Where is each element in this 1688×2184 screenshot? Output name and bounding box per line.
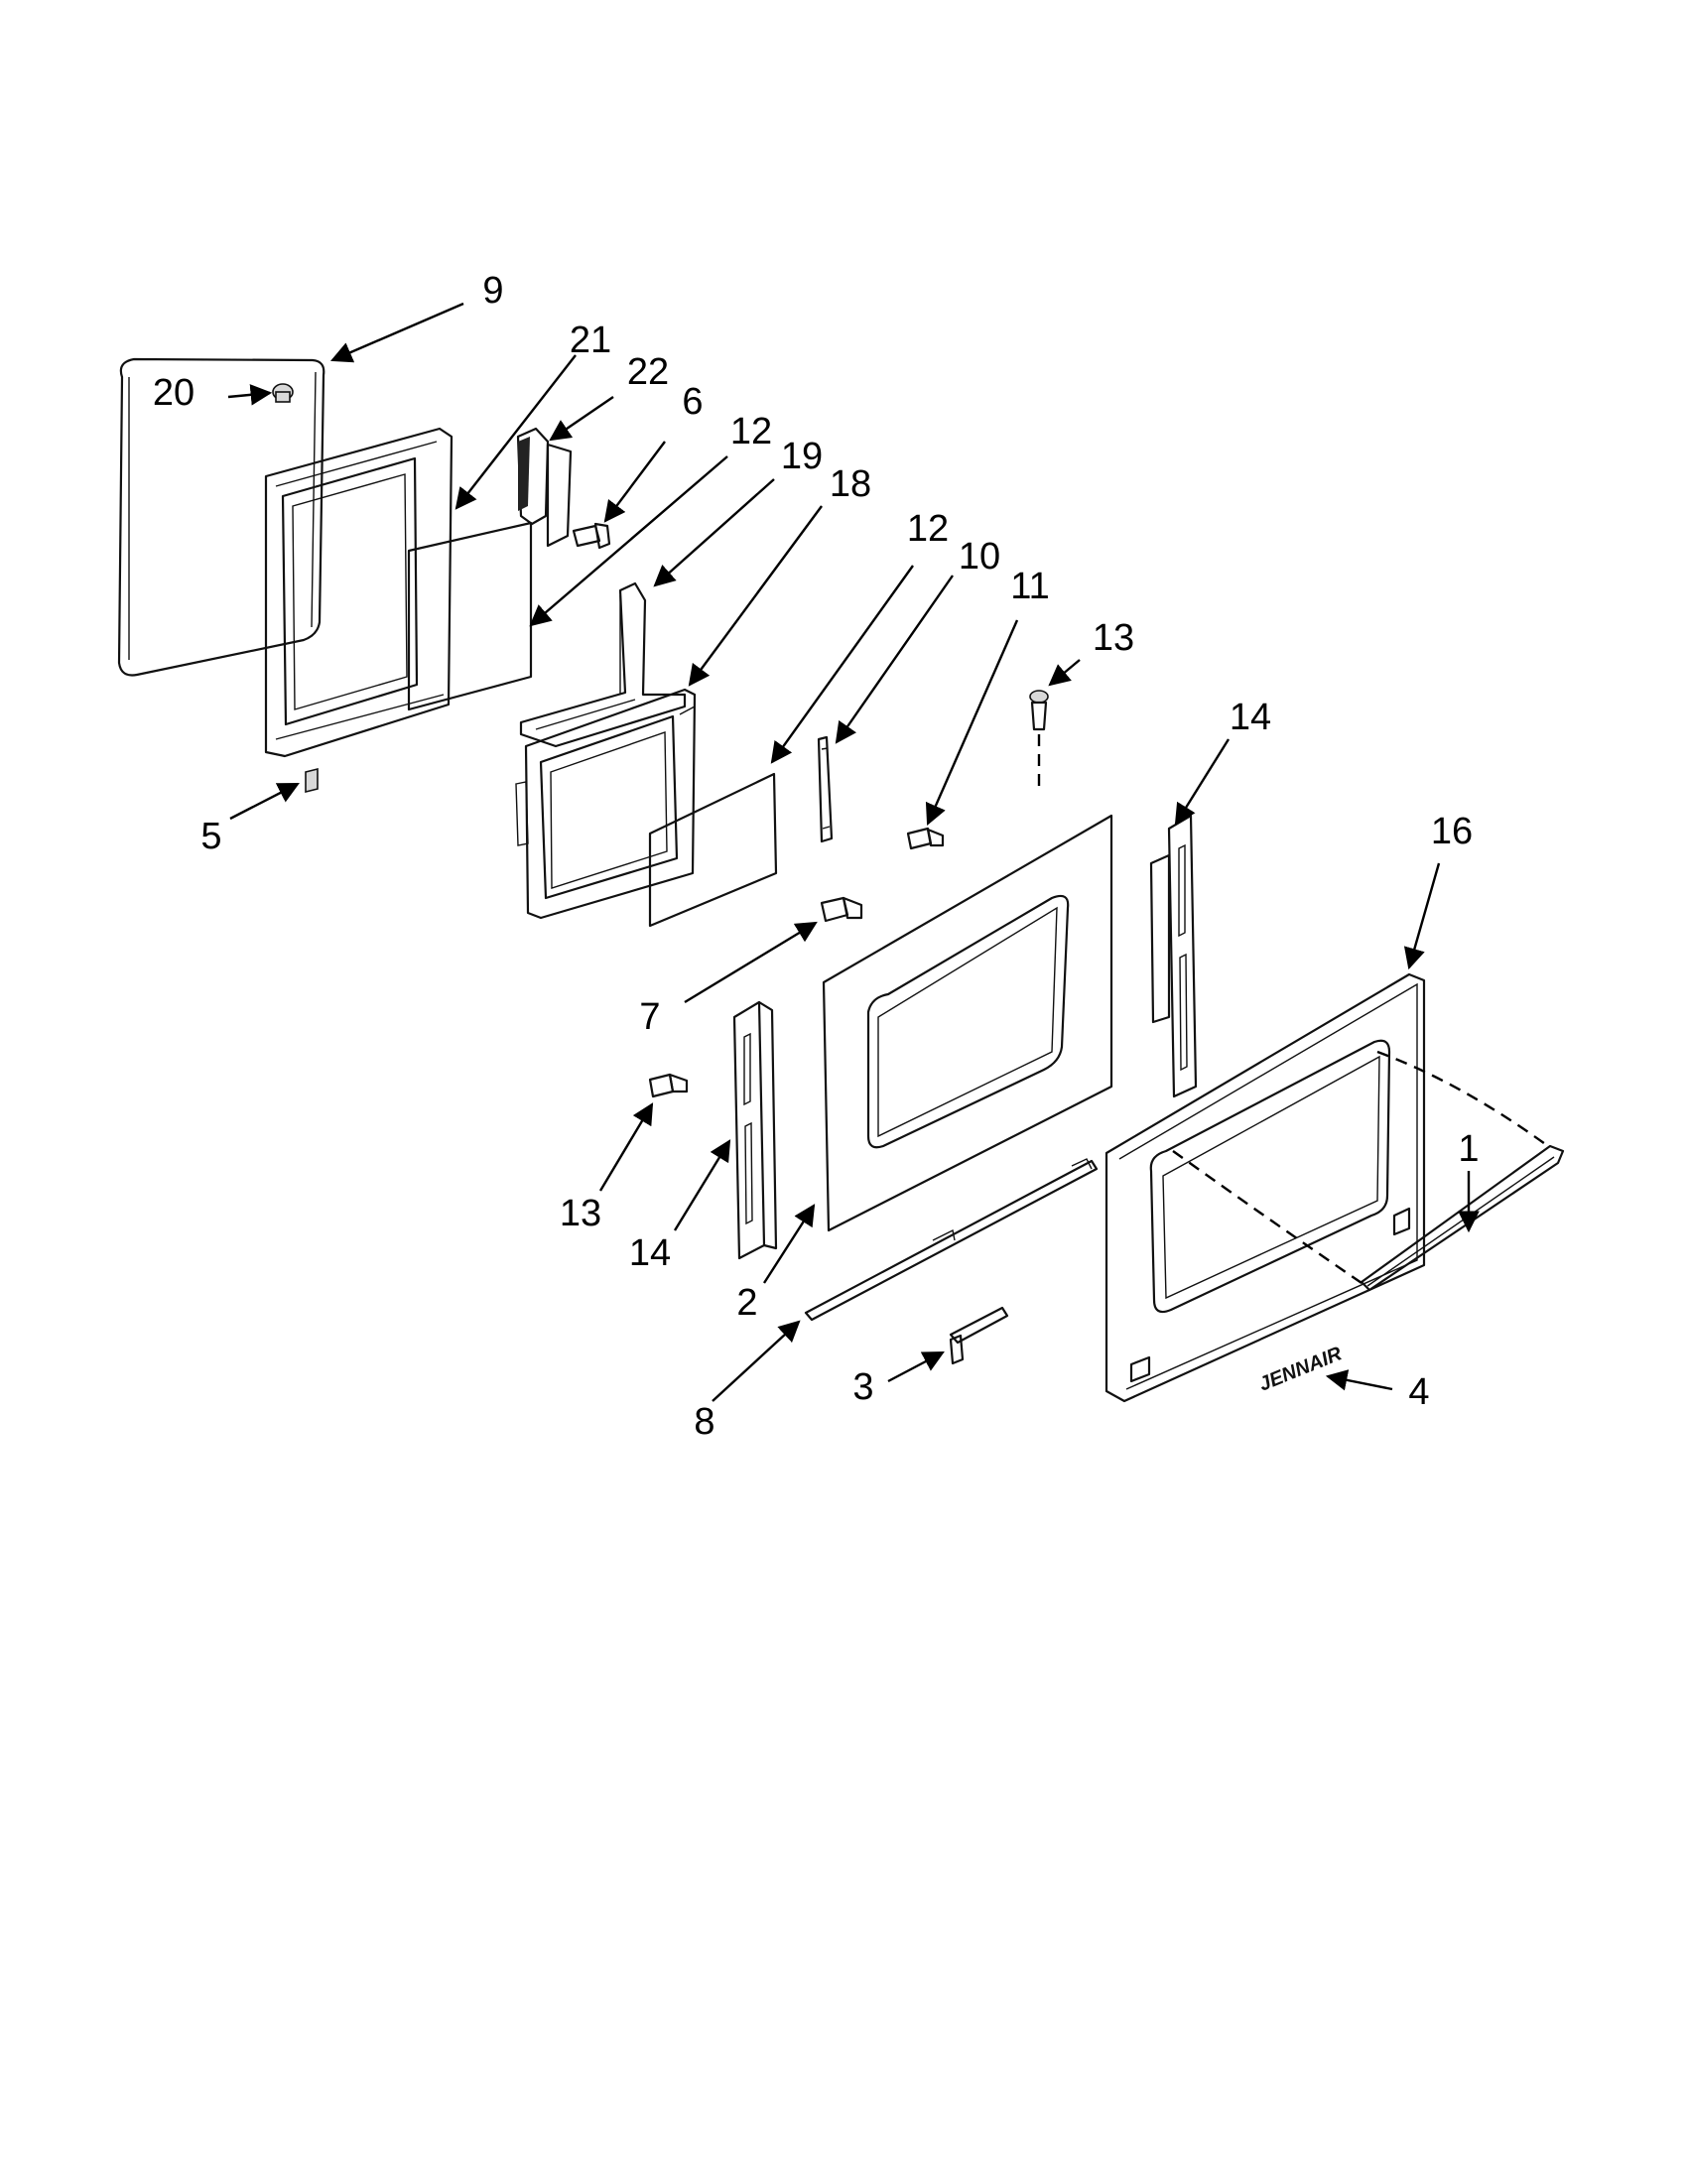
callout-14-right: 14 [1230,697,1271,738]
handle-mount-line-upper [1376,1050,1549,1147]
glass-pane-lower-part [648,772,778,928]
leader-8 [712,1320,801,1402]
baffle-part [519,581,687,748]
callout-21: 21 [570,320,611,361]
bracket-3-part [949,1306,1009,1365]
callout-10: 10 [959,536,1000,578]
leader-22 [549,396,614,442]
callout-12-lower: 12 [907,508,949,550]
callout-16: 16 [1431,811,1473,852]
inner-door-liner-part [264,427,454,758]
leader-18 [688,505,823,687]
callout-9: 9 [482,270,503,312]
leader-16 [1403,862,1441,970]
leader-10 [835,575,954,744]
leader-5 [229,782,300,821]
hinge-part [516,427,573,548]
callout-6: 6 [682,381,703,423]
callout-13-lower: 13 [560,1193,601,1234]
callout-labels: 9 21 22 6 12 19 18 20 12 10 11 13 14 16 … [153,270,1480,1443]
callout-3: 3 [852,1366,873,1408]
callout-8: 8 [694,1401,714,1443]
screw-11-part [906,827,945,850]
outer-door-panel-part [1104,972,1426,1403]
leader-6 [603,441,666,523]
callout-12-upper: 12 [730,411,772,452]
inner-door-panel-part [822,814,1113,1232]
brand-logo-part: JENNAIR [1256,1343,1346,1395]
leader-12a [529,455,728,627]
leader-13b [598,1102,654,1192]
leader-11 [925,619,1019,826]
callout-19: 19 [781,436,823,477]
leader-3 [887,1350,945,1383]
leader-14a [673,1139,731,1231]
callout-14-left: 14 [629,1232,671,1274]
callout-2: 2 [736,1282,757,1324]
callout-7: 7 [639,996,660,1038]
leader-13a [1048,659,1081,687]
plug-part [272,383,294,403]
leader-19 [653,478,775,587]
clip-5-part [305,767,319,794]
screw-13-upper-part [1029,690,1049,794]
leader-4 [1325,1369,1393,1391]
vent-channel-right-part [1149,814,1198,1098]
bottom-trim-part [804,1158,1099,1322]
screw-13-lower-part [648,1073,689,1098]
callout-1: 1 [1458,1128,1479,1170]
callout-5: 5 [200,816,221,857]
leader-2 [762,1204,816,1284]
screw-6-part [572,522,611,550]
leader-9 [330,302,464,363]
spacer-strip-part [817,735,834,843]
leader-12b [770,565,914,764]
leader-lines [227,302,1480,1402]
callout-20: 20 [153,372,195,414]
screw-7-part [820,896,863,923]
leader-7 [684,921,818,1004]
callout-22: 22 [627,351,669,393]
leader-21 [454,354,577,510]
brand-logo-text: JENNAIR [1256,1343,1346,1395]
leader-20 [227,384,273,406]
callout-4: 4 [1408,1371,1429,1413]
glass-pack-frame-part [515,688,697,920]
vent-channel-left-part [732,1000,778,1260]
handle-mount-line-lower [1172,1150,1365,1286]
glass-pane-upper-part [407,521,533,711]
callout-13-upper: 13 [1093,617,1134,659]
callout-18: 18 [830,463,871,505]
callout-11: 11 [1010,566,1049,607]
leader-14b [1174,738,1231,826]
